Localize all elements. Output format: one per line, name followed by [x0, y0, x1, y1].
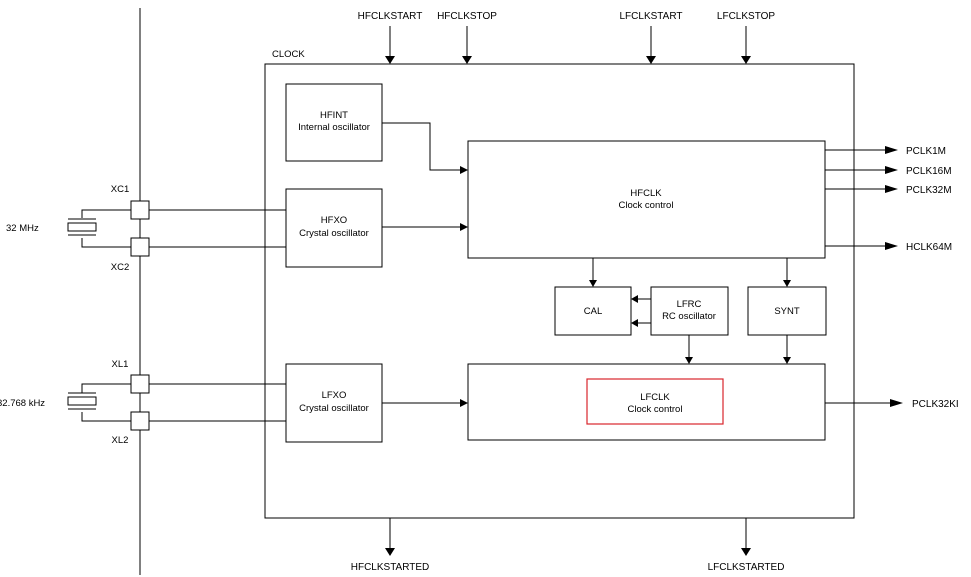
lfrc-name: LFRC: [677, 299, 702, 310]
hfint-block: [285, 83, 383, 162]
output-hclk64m-label: HCLK64M: [906, 242, 952, 253]
crystal-hf-label: 32 MHz: [6, 223, 39, 234]
arrow-hclk64m: [885, 242, 898, 250]
wire-crystal-lf-bottom: [81, 412, 131, 422]
wire-crystal-lf-top: [81, 383, 131, 393]
hfxo-name: HFXO: [321, 215, 347, 226]
pin-xc2-label: XC2: [111, 262, 129, 273]
arrow-pclk16m: [885, 166, 898, 174]
output-pclk32m-label: PCLK32M: [906, 185, 952, 196]
hfclk-desc: Clock control: [619, 200, 674, 211]
synt-name: SYNT: [774, 306, 800, 317]
lfxo-block: [285, 363, 383, 443]
event-hfclkstarted-label: HFCLKSTARTED: [351, 562, 430, 573]
task-lfclkstop-arrow: [741, 56, 751, 64]
pin-xl1: [130, 374, 150, 394]
hfxo-block: [285, 188, 383, 268]
pin-xc2: [130, 237, 150, 257]
task-lfclkstop-label: LFCLKSTOP: [717, 11, 775, 22]
task-hfclkstop-arrow: [462, 56, 472, 64]
pin-xl2-label: XL2: [112, 435, 129, 446]
lfrc-desc: RC oscillator: [662, 311, 716, 322]
task-hfclkstart-arrow: [385, 56, 395, 64]
clock-title: CLOCK: [272, 49, 305, 60]
arrow-pclk1m: [885, 146, 898, 154]
task-hfclkstart-label: HFCLKSTART: [358, 11, 423, 22]
arrow-lfrc-lfclk: [685, 357, 693, 364]
lfclk-name: LFCLK: [640, 392, 670, 403]
lfxo-name: LFXO: [322, 390, 347, 401]
lfxo-desc: Crystal oscillator: [299, 403, 369, 414]
event-lfclkstarted-label: LFCLKSTARTED: [708, 562, 785, 573]
arrow-hfclk-cal: [589, 280, 597, 287]
arrow-synt-lfclk: [783, 357, 791, 364]
task-lfclkstart-label: LFCLKSTART: [620, 11, 683, 22]
arrow-hfclk-synt: [783, 280, 791, 287]
crystal-lf-icon: [67, 392, 97, 410]
arrow-hfint-hfclk: [460, 166, 468, 174]
arrow-lfxo-lfclk: [460, 399, 468, 407]
hfint-desc: Internal oscillator: [298, 122, 370, 133]
lfclk-desc: Clock control: [628, 404, 683, 415]
arrow-pclk32m: [885, 185, 898, 193]
wire-crystal-hf-bottom: [81, 238, 131, 248]
event-lfclkstarted-arrow: [741, 548, 751, 556]
arrow-lfrc-cal-lower: [631, 319, 638, 327]
crystal-lf-label: 32.768 kHz: [0, 398, 45, 409]
arrow-hfxo-hfclk: [460, 223, 468, 231]
cal-block: [554, 286, 632, 336]
arrow-lfrc-cal-upper: [631, 295, 638, 303]
pin-xc1: [130, 200, 150, 220]
lfclk-highlight: [586, 378, 724, 425]
cal-name: CAL: [584, 306, 602, 317]
lfclk-block: [467, 363, 826, 441]
output-pclk1m-label: PCLK1M: [906, 146, 946, 157]
output-pclk16m-label: PCLK16M: [906, 166, 952, 177]
output-pclk32ki-label: PCLK32KI: [912, 399, 959, 410]
arrow-pclk32ki: [890, 399, 903, 407]
lfrc-block: [650, 286, 729, 336]
hfclk-name: HFCLK: [630, 188, 662, 199]
hfint-name: HFINT: [320, 110, 348, 121]
task-lfclkstart-arrow: [646, 56, 656, 64]
crystal-hf-icon: [67, 218, 97, 236]
task-hfclkstop-label: HFCLKSTOP: [437, 11, 497, 22]
pin-xl1-label: XL1: [112, 359, 129, 370]
event-hfclkstarted-arrow: [385, 548, 395, 556]
pin-xl2: [130, 411, 150, 431]
hfclk-block: [467, 140, 826, 259]
hfxo-desc: Crystal oscillator: [299, 228, 369, 239]
pin-xc1-label: XC1: [111, 184, 129, 195]
wire-crystal-hf-top: [81, 209, 131, 218]
wire-hfint-hfclk: [382, 122, 460, 171]
